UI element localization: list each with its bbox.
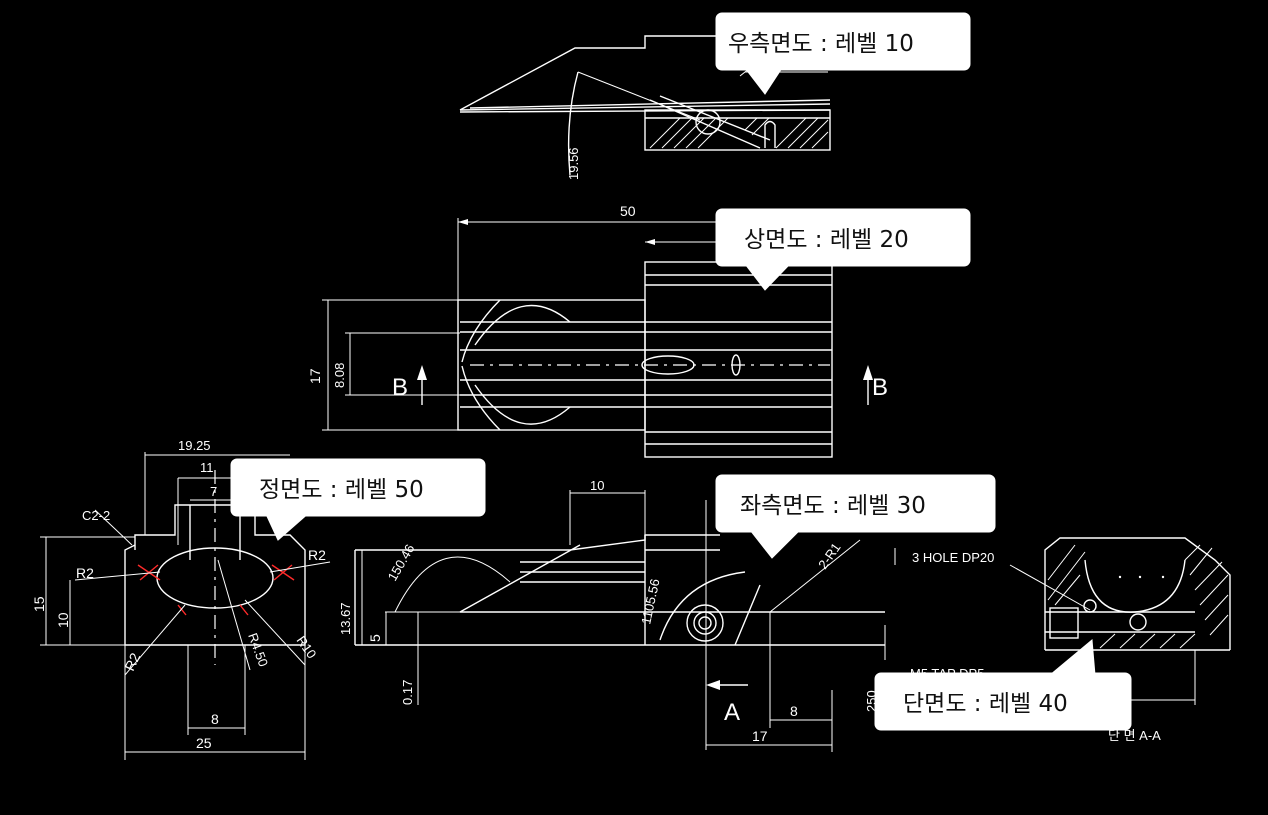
chamfer-c2-2: C2-2: [82, 508, 110, 523]
radius-r4-50: R4.50: [245, 631, 271, 669]
hole-note: 3 HOLE DP20: [912, 550, 994, 565]
dim-13-67: 13.67: [338, 602, 353, 635]
callout-top: 상면도 : 레벨 20: [715, 208, 971, 291]
radius-r2-left: R2: [76, 565, 94, 581]
callout-front-text: 정면도 : 레벨 50: [259, 477, 424, 503]
dim-angle-19-56: 19.56: [566, 147, 581, 180]
callout-front: 정면도 : 레벨 50: [230, 458, 486, 541]
dim-19-25: 19.25: [178, 438, 211, 453]
dim-7: 7: [210, 484, 217, 499]
dim-0-17: 0.17: [400, 680, 415, 705]
top-view: 50 17 8.08 B B: [307, 203, 888, 458]
callout-section: 단면도 : 레벨 40: [874, 639, 1132, 731]
callout-left-side-text: 좌측면도 : 레벨 30: [740, 493, 926, 519]
front-view: 19.25 11 7 C2-2 R2 R2 R2 R4.50: [31, 438, 331, 760]
section-b-right: B: [872, 374, 888, 401]
callout-top-text: 상면도 : 레벨 20: [744, 227, 909, 253]
dim-17-left: 17: [752, 728, 768, 744]
dim-17: 17: [307, 368, 323, 384]
dim-8-left: 8: [790, 703, 798, 719]
dim-8-front: 8: [211, 711, 219, 727]
callout-right-side: 우측면도 : 레벨 10: [715, 12, 971, 95]
dim-angle-150-46: 150.46: [385, 542, 418, 584]
callout-left-side: 좌측면도 : 레벨 30: [715, 474, 996, 559]
callout-right-side-text: 우측면도 : 레벨 10: [728, 31, 914, 57]
dim-11: 11: [200, 460, 214, 475]
dim-1105-56: 1105.56: [638, 577, 662, 625]
section-a-mark: A: [724, 699, 740, 726]
dim-15: 15: [31, 596, 47, 612]
dim-5-left: 5: [367, 634, 383, 642]
section-b-left: B: [392, 374, 408, 401]
callout-section-text: 단면도 : 레벨 40: [903, 691, 1068, 717]
dim-8-08: 8.08: [332, 363, 347, 388]
dim-2-r1: 2-R1: [815, 540, 843, 572]
dim-10-left: 10: [590, 478, 604, 493]
dim-25: 25: [196, 735, 212, 751]
section-label: 단 면 A-A: [1108, 728, 1161, 743]
dim-50: 50: [620, 203, 636, 219]
radius-r2-right: R2: [308, 547, 326, 563]
radius-r2-bottom: R2: [121, 650, 143, 673]
right-side-view: 19.56: [459, 35, 831, 180]
dim-10: 10: [55, 612, 71, 628]
